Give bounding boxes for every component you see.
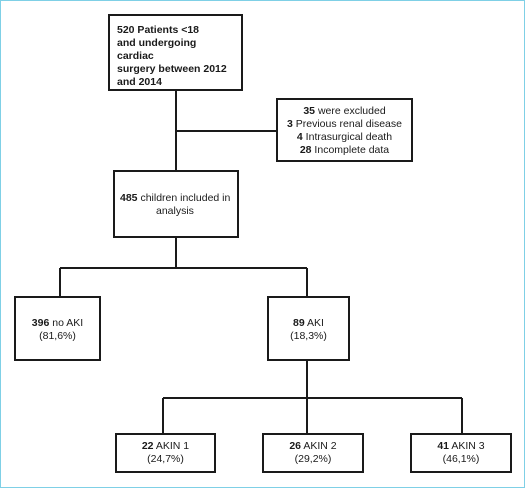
included-box: 485 children included in analysis — [113, 170, 239, 238]
root-box: 520 Patients <18 and undergoing cardiac … — [108, 14, 243, 91]
excluded-box: 35 were excluded 3 Previous renal diseas… — [276, 98, 413, 162]
excluded-line-1: 35 were excluded — [303, 105, 386, 117]
akin2-line-1: 26 AKIN 2 — [289, 440, 337, 452]
included-line-2: analysis — [156, 205, 194, 217]
root-line-4: and 2014 — [117, 76, 162, 88]
excluded-line-4: 28 Incomplete data — [299, 144, 390, 156]
aki-line-1: 89 AKI — [293, 317, 324, 329]
no-aki-box: 396 no AKI (81,6%) — [14, 296, 101, 361]
excluded-line-2: 3 Previous renal disease — [287, 118, 402, 130]
included-line-1: 485 children included in — [120, 192, 231, 204]
no-aki-line-1: 396 no AKI — [31, 317, 84, 329]
root-line-1: 520 Patients <18 — [117, 24, 200, 36]
akin1-line-1: 22 AKIN 1 — [141, 440, 190, 452]
akin1-line-2: (24,7%) — [147, 453, 184, 465]
excluded-line-3: 4 Intrasurgical death — [296, 131, 393, 143]
akin1-box: 22 AKIN 1 (24,7%) — [115, 433, 216, 473]
aki-line-2: (18,3%) — [290, 330, 327, 342]
akin2-line-2: (29,2%) — [294, 453, 332, 465]
aki-box: 89 AKI (18,3%) — [267, 296, 350, 361]
akin3-line-2: (46,1%) — [442, 453, 480, 465]
akin3-line-1: 41 AKIN 3 — [437, 440, 485, 452]
no-aki-line-2: (81,6%) — [39, 330, 76, 342]
root-line-2: and undergoing cardiac — [117, 37, 197, 62]
akin2-box: 26 AKIN 2 (29,2%) — [262, 433, 364, 473]
root-line-3: surgery between 2012 — [117, 63, 227, 75]
akin3-box: 41 AKIN 3 (46,1%) — [410, 433, 512, 473]
